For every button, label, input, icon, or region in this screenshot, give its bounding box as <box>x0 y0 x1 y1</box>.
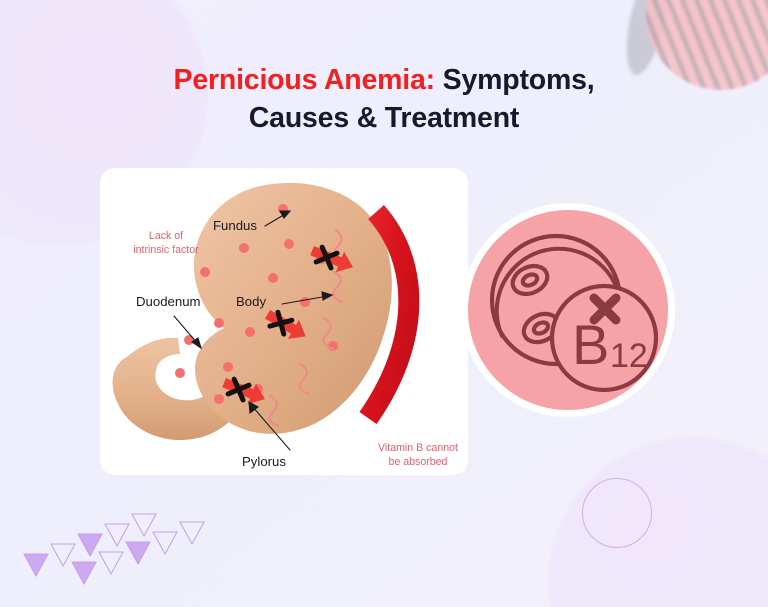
b12-number: 12 <box>610 337 648 375</box>
label-fundus: Fundus <box>213 218 257 233</box>
blocked-absorption-arrows <box>222 244 353 405</box>
blood-vessel-band <box>359 205 420 425</box>
label-body: Body <box>236 294 267 309</box>
label-lack-line2: intrinsic factor <box>133 243 199 256</box>
label-duodenum: Duodenum <box>136 294 201 309</box>
label-vitb-line1: Vitamin B cannot <box>378 442 458 454</box>
decor-triangle-cluster <box>23 513 205 586</box>
b12-letter: B <box>572 313 609 376</box>
decor-blob-bottom-right <box>548 437 768 607</box>
label-leader-lines <box>173 210 334 451</box>
blocked-x-icon <box>589 293 621 325</box>
label-vitamin-b-not-absorbed: Vitamin B cannot be absorbed <box>368 442 468 470</box>
b12-circle-icon: B 12 <box>549 283 659 393</box>
stomach-diagram-card: Lack of intrinsic factor Fundus Duodenum… <box>100 168 468 475</box>
stomach-illustration <box>112 182 420 451</box>
label-pylorus: Pylorus <box>242 454 286 469</box>
page-title-highlight: Pernicious Anemia: <box>173 64 436 96</box>
page-title-line2: Causes & Treatment <box>248 101 520 134</box>
decor-ring-bottom-right <box>582 478 652 548</box>
duodenum-shape <box>112 337 236 440</box>
page-title-rest: Symptoms, <box>434 64 595 96</box>
label-lack-line1: Lack of <box>148 230 184 242</box>
label-vitb-line2: be absorbed <box>388 455 448 468</box>
label-lack-of-intrinsic-factor: Lack of intrinsic factor <box>112 230 220 258</box>
b12-deficiency-badge: B 12 <box>468 210 668 410</box>
page-title: Pernicious Anemia: Symptoms, Causes & Tr… <box>0 62 768 138</box>
